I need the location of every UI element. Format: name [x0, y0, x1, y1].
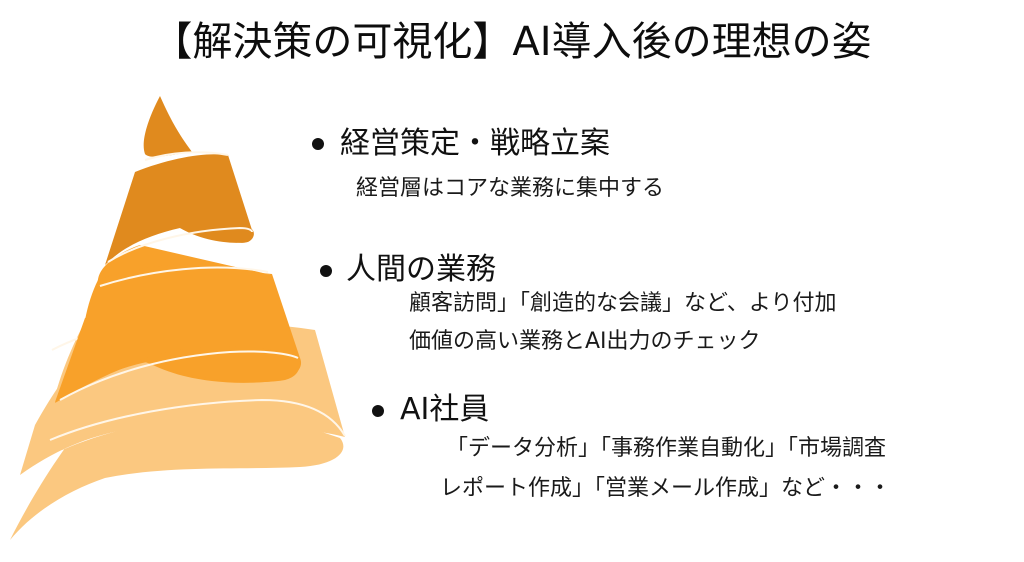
bullet-heading: 経営策定・戦略立案 — [340, 126, 610, 161]
bullet-description-line-2: 価値の高い業務とAI出力のチェック — [409, 329, 761, 354]
bullet-description-line-1: 「データ分析」「事務作業自動化」「市場調査 — [446, 436, 887, 461]
spiral-band-middle — [55, 245, 302, 403]
bullet-heading: AI社員 — [400, 392, 490, 427]
bullet-description: 経営層はコアな業務に集中する — [356, 176, 665, 201]
bullet-description-line-1: 顧客訪問」「創造的な会議」など、より付加 — [409, 291, 837, 316]
bullet-dot-icon — [320, 265, 332, 277]
bullet-description-line-2: レポート作成」「営業メール作成」など・・・ — [440, 476, 892, 501]
bullet-dot-icon — [372, 405, 384, 417]
bullet-heading: 人間の業務 — [346, 252, 496, 287]
slide-title: 【解決策の可視化】AI導入後の理想の姿 — [152, 19, 872, 65]
spiral-cone-icon — [10, 96, 346, 540]
bullet-dot-icon — [312, 138, 324, 150]
spiral-band-top — [105, 96, 254, 265]
